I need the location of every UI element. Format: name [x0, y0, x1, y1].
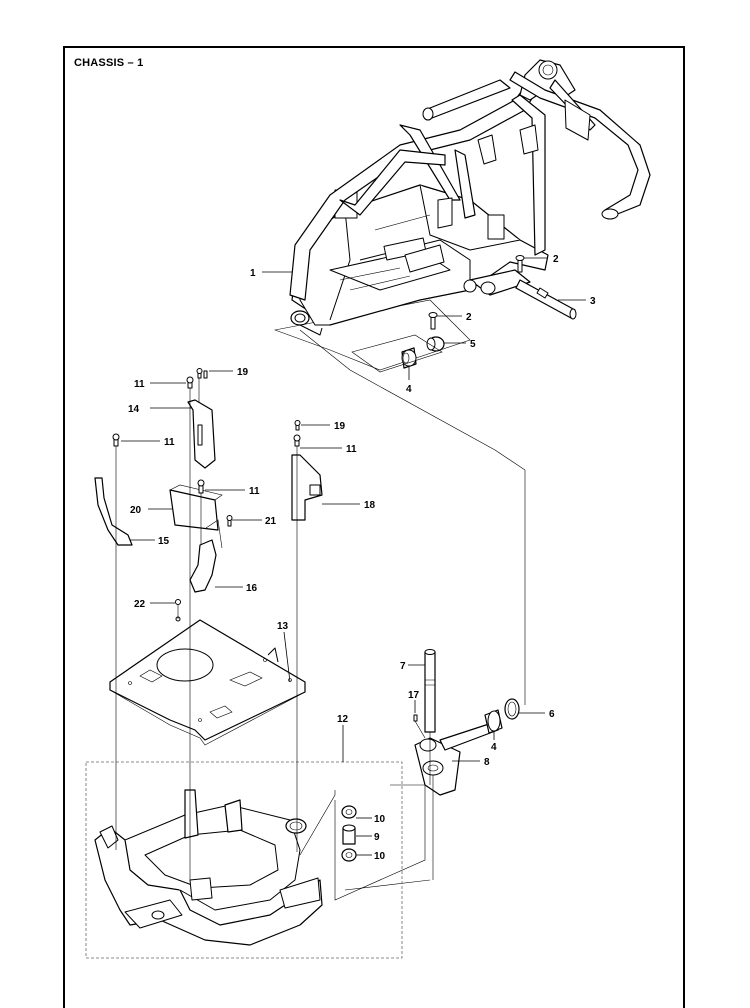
screw-21: [226, 515, 233, 527]
screw-11b: [112, 433, 120, 447]
callout-20: 20: [130, 505, 142, 516]
callout-7: 7: [400, 661, 406, 672]
callout-22: 22: [134, 599, 146, 610]
base-plate-13: [109, 619, 306, 746]
callout-16: 16: [246, 583, 258, 594]
bracket-14: [187, 399, 216, 469]
callout-4b: 4: [491, 742, 497, 753]
callout-11a: 11: [134, 379, 145, 390]
bearing-10a: [341, 805, 357, 819]
screw-11a: [186, 376, 194, 389]
callout-15: 15: [158, 536, 170, 547]
callout-1: 1: [250, 268, 256, 279]
callout-11b: 11: [164, 437, 175, 448]
leader-lines: [121, 257, 586, 856]
callout-11d: 11: [249, 486, 260, 497]
callout-8: 8: [484, 757, 490, 768]
callout-13: 13: [277, 621, 289, 632]
callout-3: 3: [590, 296, 596, 307]
pin-17: [413, 714, 418, 722]
bracket-18: [291, 454, 323, 521]
callout-12: 12: [337, 714, 349, 725]
screw-11d: [293, 434, 301, 447]
assembly-box-12: [85, 761, 403, 959]
screw-19a: [196, 368, 208, 379]
callout-9: 9: [374, 832, 380, 843]
callout-21: 21: [265, 516, 277, 527]
callout-2a: 2: [553, 254, 559, 265]
bushing-4a: [401, 347, 417, 369]
screw-19b: [294, 420, 301, 431]
bracket-16: [189, 519, 223, 593]
ring-6: [504, 698, 520, 720]
callout-4a: 4: [406, 384, 412, 395]
bolt-2a: [515, 255, 525, 273]
callout-19b: 19: [334, 421, 346, 432]
callout-5: 5: [470, 339, 476, 350]
diagram-title: CHASSIS – 1: [74, 57, 144, 69]
callout-14: 14: [128, 404, 140, 415]
diagram-frame: [63, 46, 685, 1008]
callout-10b: 10: [374, 851, 386, 862]
callout-18: 18: [364, 500, 376, 511]
shaft-7: [424, 649, 436, 733]
main-frame-part: [273, 59, 651, 371]
callout-19a: 19: [237, 367, 249, 378]
arm-8: [414, 721, 499, 796]
bolt-2b: [428, 312, 438, 330]
assembly-lines: [115, 329, 526, 880]
callout-2b: 2: [466, 312, 472, 323]
screw-11c: [197, 479, 205, 494]
bushing-4b: [484, 709, 503, 734]
pivot-pin-3: [515, 279, 577, 320]
spacer-9: [342, 824, 356, 845]
callout-17: 17: [408, 690, 420, 701]
callout-10a: 10: [374, 814, 386, 825]
bushing-5: [426, 336, 445, 352]
cover-20: [169, 484, 223, 531]
bearing-10b: [341, 848, 357, 862]
callout-6: 6: [549, 709, 555, 720]
callout-11c: 11: [346, 444, 357, 455]
bracket-15: [94, 477, 133, 546]
base-frame-12: [94, 789, 323, 946]
callout-labels: 1 2 3 2 5 4 11 19 14 11 19 11 11 20 21 1…: [128, 254, 596, 862]
